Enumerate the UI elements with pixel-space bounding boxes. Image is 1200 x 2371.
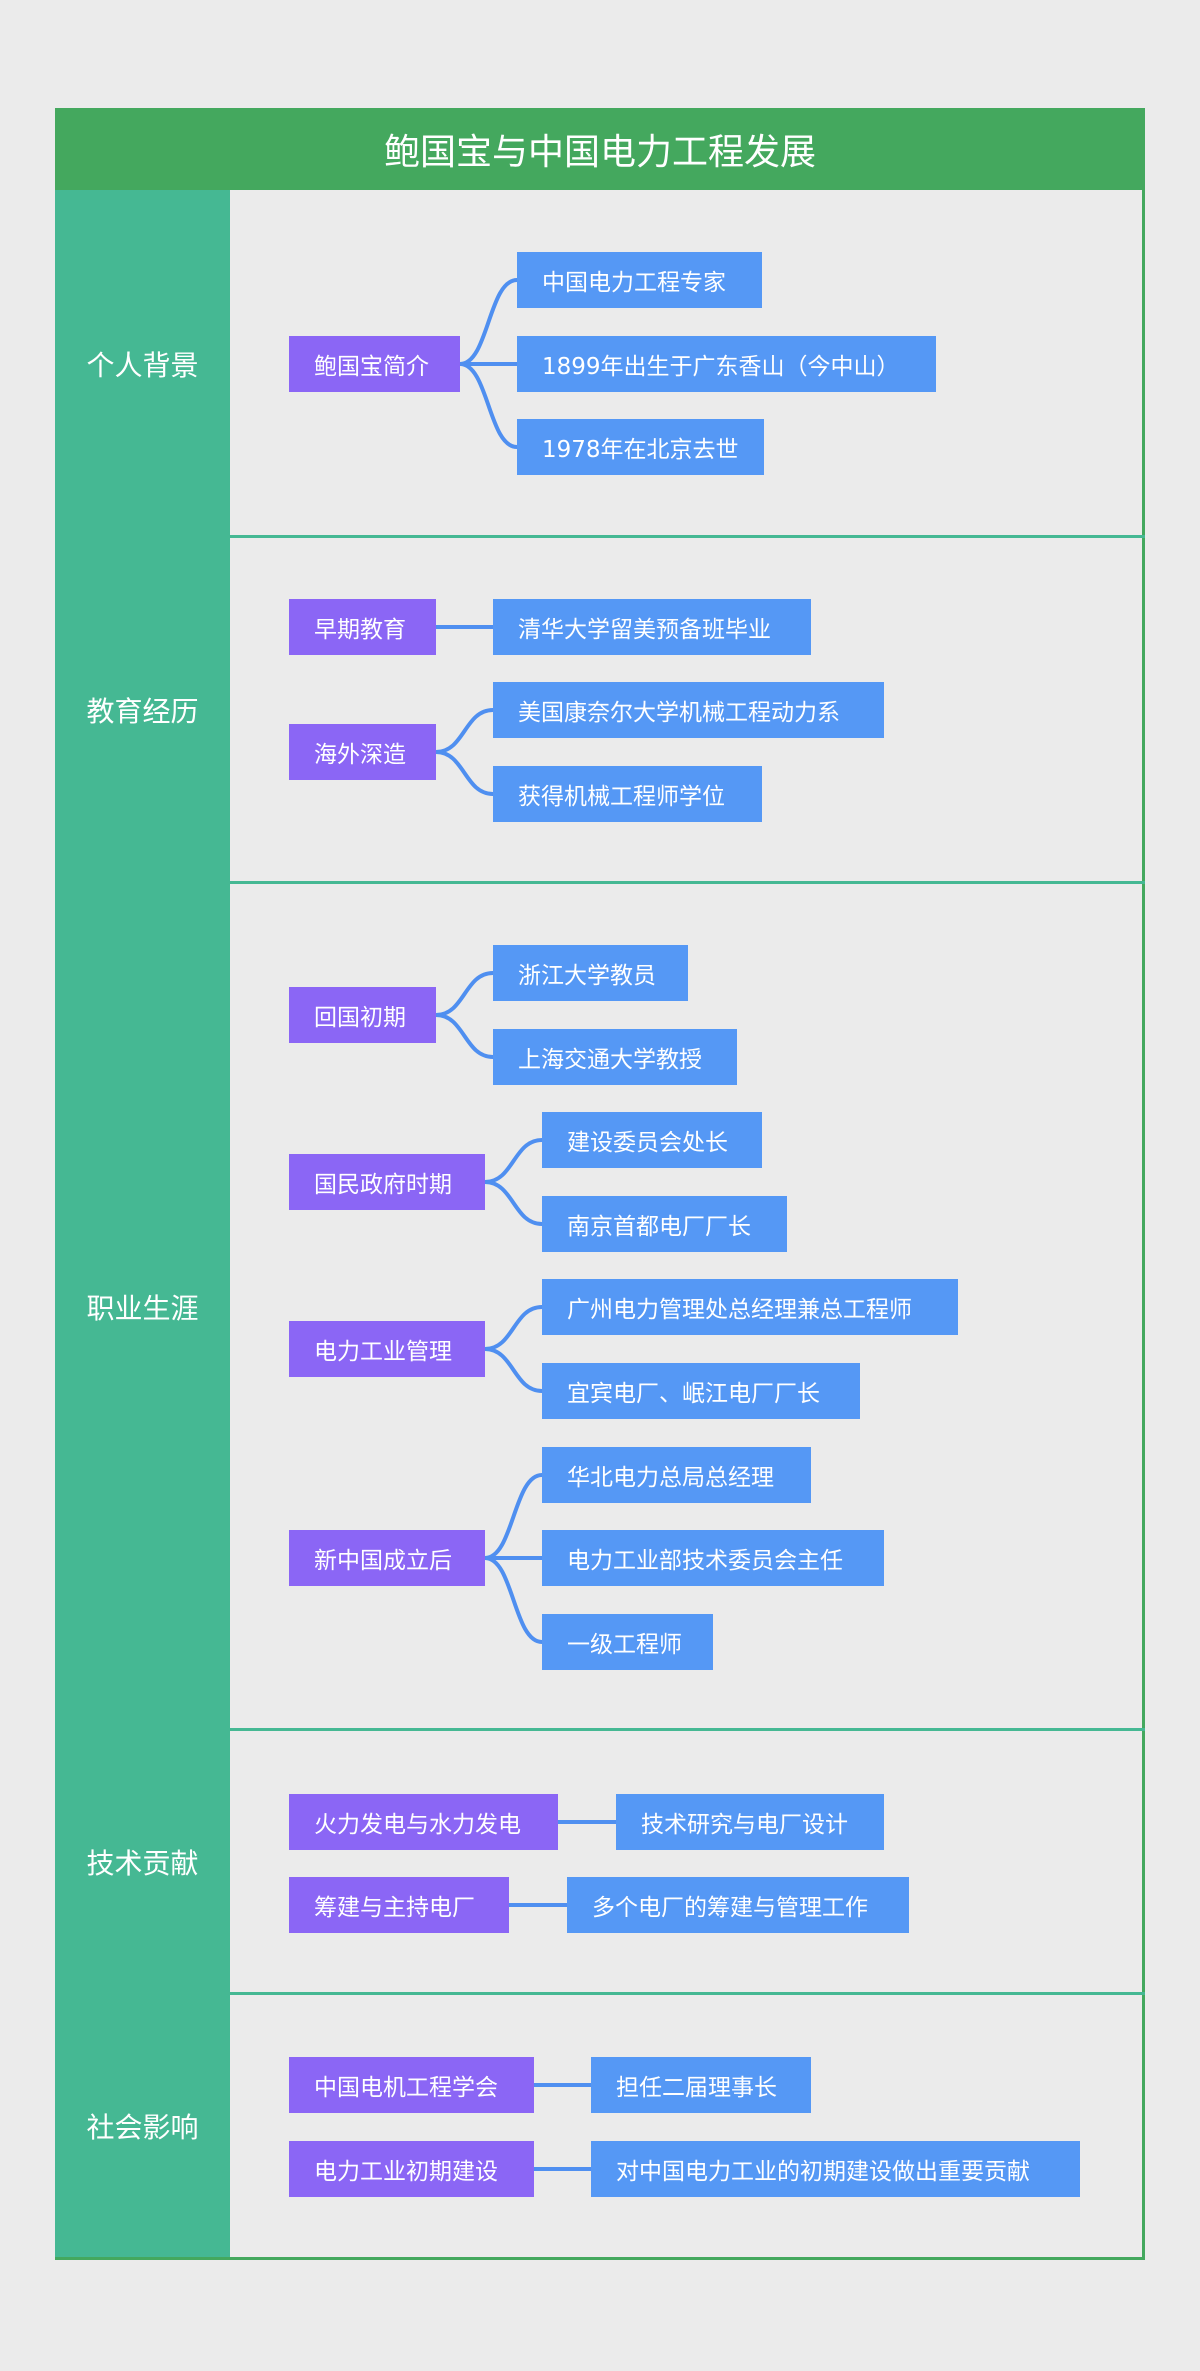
child-node: 1978年在北京去世	[517, 419, 764, 475]
parent-node: 新中国成立后	[289, 1530, 485, 1586]
section-label-education: 教育经历	[55, 537, 230, 883]
connector-line	[484, 1138, 543, 1184]
parent-node: 国民政府时期	[289, 1154, 485, 1210]
section-divider	[230, 1728, 1145, 1731]
connector-line	[484, 1180, 543, 1226]
connector-line	[484, 1556, 543, 1644]
parent-node: 海外深造	[289, 724, 436, 780]
parent-node: 早期教育	[289, 599, 436, 655]
child-node: 担任二届理事长	[591, 2057, 811, 2113]
section-divider	[230, 1992, 1145, 1995]
section-divider	[230, 535, 1145, 538]
section-divider	[230, 881, 1145, 884]
connector-line	[435, 708, 494, 754]
section-label-personal-background: 个人背景	[55, 190, 230, 537]
child-node: 华北电力总局总经理	[542, 1447, 811, 1503]
child-node: 获得机械工程师学位	[493, 766, 762, 822]
child-node: 对中国电力工业的初期建设做出重要贡献	[591, 2141, 1080, 2197]
section-label-social-impact: 社会影响	[55, 1994, 230, 2257]
parent-node: 回国初期	[289, 987, 436, 1043]
parent-node: 电力工业初期建设	[289, 2141, 534, 2197]
child-node: 美国康奈尔大学机械工程动力系	[493, 682, 884, 738]
child-node: 清华大学留美预备班毕业	[493, 599, 811, 655]
child-node: 建设委员会处长	[542, 1112, 762, 1168]
parent-node: 火力发电与水力发电	[289, 1794, 558, 1850]
connector-line	[435, 750, 494, 796]
connector-line	[484, 1347, 543, 1393]
child-node: 上海交通大学教授	[493, 1029, 737, 1085]
section-label-technical-contributions: 技术贡献	[55, 1730, 230, 1994]
section-label-career: 职业生涯	[55, 883, 230, 1730]
child-node: 浙江大学教员	[493, 945, 688, 1001]
child-node: 一级工程师	[542, 1614, 713, 1670]
connector-line	[484, 1305, 543, 1351]
parent-node: 中国电机工程学会	[289, 2057, 534, 2113]
connector-line	[435, 971, 494, 1017]
child-node: 宜宾电厂、岷江电厂厂长	[542, 1363, 860, 1419]
connector-line	[459, 278, 518, 366]
child-node: 多个电厂的筹建与管理工作	[567, 1877, 909, 1933]
connector-line	[435, 1013, 494, 1059]
connector-line	[484, 1473, 543, 1560]
child-node: 技术研究与电厂设计	[616, 1794, 884, 1850]
child-node: 电力工业部技术委员会主任	[542, 1530, 884, 1586]
diagram-title: 鲍国宝与中国电力工程发展	[55, 108, 1145, 190]
child-node: 广州电力管理处总经理兼总工程师	[542, 1279, 958, 1335]
connector-line	[459, 362, 518, 449]
parent-node: 筹建与主持电厂	[289, 1877, 509, 1933]
child-node: 南京首都电厂厂长	[542, 1196, 787, 1252]
parent-node: 鲍国宝简介	[289, 336, 460, 392]
parent-node: 电力工业管理	[289, 1321, 485, 1377]
child-node: 1899年出生于广东香山（今中山）	[517, 336, 936, 392]
child-node: 中国电力工程专家	[517, 252, 762, 308]
